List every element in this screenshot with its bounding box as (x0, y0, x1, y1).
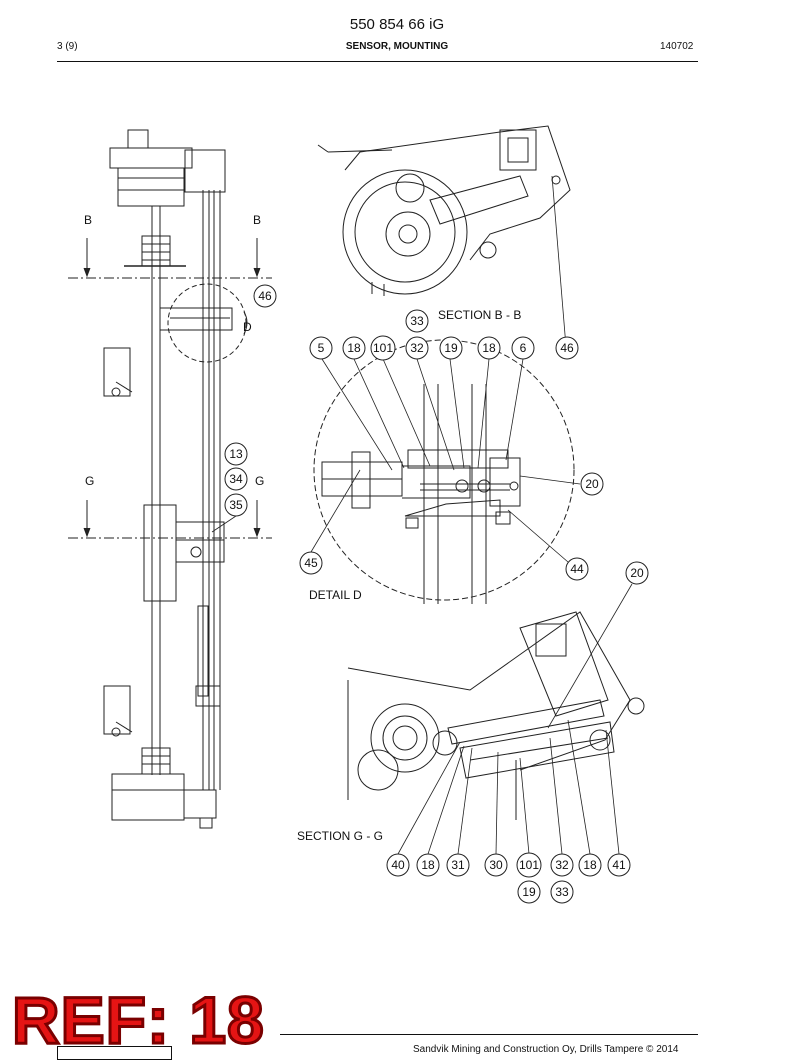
section-g-right-label: G (255, 474, 264, 488)
callout-30: 30 (484, 853, 508, 877)
svg-text:18: 18 (421, 858, 435, 872)
svg-text:20: 20 (630, 566, 644, 580)
svg-text:34: 34 (229, 472, 243, 486)
svg-text:46: 46 (258, 289, 272, 303)
document-number: 550 854 66 iG (349, 16, 445, 33)
svg-text:40: 40 (391, 858, 405, 872)
callout-18c: 18 (416, 853, 440, 877)
footer-rule (280, 1034, 698, 1035)
callout-19b: 19 (517, 880, 541, 904)
callout-46a: 46 (253, 284, 277, 308)
section-bb-view (317, 125, 571, 296)
header-rule (57, 61, 698, 62)
svg-text:101: 101 (373, 341, 393, 355)
callout-101a: 101 (370, 335, 396, 361)
sheet-title: SENSOR, MOUNTING (345, 41, 449, 52)
callout-32b: 32 (550, 853, 574, 877)
svg-text:20: 20 (585, 477, 599, 491)
svg-text:45: 45 (304, 556, 318, 570)
callout-40: 40 (386, 853, 410, 877)
detail-d-marker-label: D (243, 320, 252, 334)
callout-19a: 19 (439, 336, 463, 360)
elevation-view (68, 129, 272, 829)
callout-6: 6 (511, 336, 535, 360)
callout-32a: 32 (405, 336, 429, 360)
callout-18b: 18 (477, 336, 501, 360)
svg-text:41: 41 (612, 858, 626, 872)
copyright-text: Sandvik Mining and Construction Oy, Dril… (413, 1044, 679, 1055)
detail-d-view (313, 339, 575, 604)
section-gg-title: SECTION G - G (297, 829, 383, 843)
section-gg-view (347, 611, 645, 820)
svg-text:46: 46 (560, 341, 574, 355)
section-b-right-label: B (253, 213, 261, 227)
detail-d-title: DETAIL D (309, 588, 362, 602)
svg-text:18: 18 (583, 858, 597, 872)
callout-101b: 101 (516, 852, 542, 878)
document-date: 140702 (660, 41, 694, 52)
callout-46b: 46 (555, 336, 579, 360)
callout-20b: 20 (625, 561, 649, 585)
leader-lines (211, 175, 633, 855)
footer-logo (57, 1046, 172, 1060)
svg-text:19: 19 (444, 341, 458, 355)
callout-13: 13 (224, 442, 248, 466)
callout-18d: 18 (578, 853, 602, 877)
callout-35: 35 (224, 493, 248, 517)
svg-text:19: 19 (522, 885, 536, 899)
callout-45: 45 (299, 551, 323, 575)
svg-text:101: 101 (519, 858, 539, 872)
callout-41: 41 (607, 853, 631, 877)
callout-20a: 20 (580, 472, 604, 496)
callout-33a: 33 (405, 309, 429, 333)
svg-text:32: 32 (410, 341, 424, 355)
svg-text:6: 6 (520, 341, 527, 355)
svg-text:18: 18 (347, 341, 361, 355)
callout-34: 34 (224, 467, 248, 491)
section-bb-title: SECTION B - B (438, 308, 521, 322)
callout-5: 5 (309, 336, 333, 360)
callout-44: 44 (565, 557, 589, 581)
svg-text:30: 30 (489, 858, 503, 872)
svg-text:33: 33 (555, 885, 569, 899)
callout-33b: 33 (550, 880, 574, 904)
ref-stamp: REF: 18 (11, 982, 266, 1059)
svg-text:31: 31 (451, 858, 465, 872)
svg-text:18: 18 (482, 341, 496, 355)
svg-text:44: 44 (570, 562, 584, 576)
section-g-left-label: G (85, 474, 94, 488)
section-b-left-label: B (84, 213, 92, 227)
callout-31: 31 (446, 853, 470, 877)
svg-text:35: 35 (229, 498, 243, 512)
svg-text:32: 32 (555, 858, 569, 872)
svg-text:33: 33 (410, 314, 424, 328)
svg-text:13: 13 (229, 447, 243, 461)
page-number: 3 (9) (57, 41, 78, 52)
callout-18a: 18 (342, 336, 366, 360)
svg-text:5: 5 (318, 341, 325, 355)
